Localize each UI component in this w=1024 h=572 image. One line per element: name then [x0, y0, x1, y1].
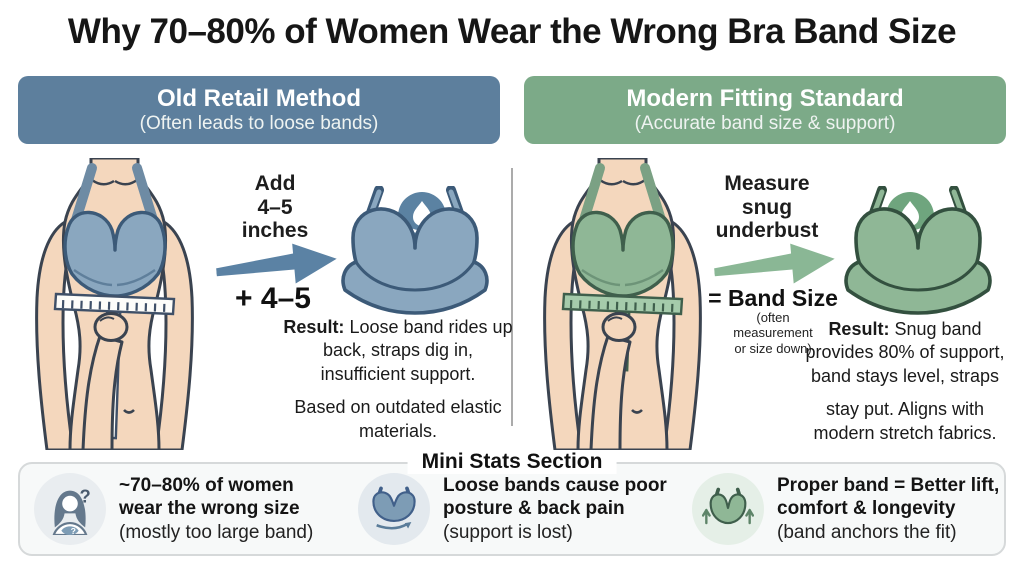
bra-on-torso-modern — [571, 163, 675, 298]
stat-bold-lines: Proper band = Better lift, comfort & lon… — [777, 475, 1000, 520]
old-step-instruction: Add 4–5 inches — [241, 172, 309, 243]
stat-bold-lines: Loose bands cause poor posture & back pa… — [443, 475, 667, 520]
modern-result-text: Result: Snug band provides 80% of suppor… — [793, 318, 1017, 388]
mini-stats-title: Mini Stats Section — [407, 450, 617, 474]
panel-divider — [511, 168, 513, 426]
modern-step-instruction: Measure snug underbust — [715, 172, 819, 243]
old-arrow — [214, 239, 339, 291]
right-arrow-icon — [216, 243, 337, 284]
torso-measuring-illustration-old — [35, 158, 194, 450]
stat-text-wrong-size: ~70–80% of women wear the wrong size (mo… — [119, 474, 313, 544]
loose-band-bra-icon — [358, 473, 430, 545]
navel-line-old — [123, 409, 135, 414]
modern-result-label: Result: — [828, 319, 890, 339]
svg-text:?: ? — [80, 486, 91, 507]
stat-item-wrong-size: ? ? ~70–80% of women wear the wrong size… — [34, 473, 313, 545]
old-method-title: Old Retail Method — [157, 85, 361, 113]
modern-standard-subtitle: (Accurate band size & support) — [634, 112, 896, 134]
page-title: Why 70–80% of Women Wear the Wrong Bra B… — [67, 12, 957, 51]
modern-result-note: stay put. Aligns with modern stretch fab… — [813, 399, 997, 443]
old-method-subtitle: (Often leads to loose bands) — [139, 112, 379, 134]
modern-standard-title: Modern Fitting Standard — [626, 85, 904, 113]
modern-arrow — [712, 239, 837, 291]
torso-measuring-illustration-modern — [543, 158, 702, 450]
right-arrow-icon — [714, 243, 835, 284]
old-method-header: Old Retail Method (Often leads to loose … — [18, 76, 500, 144]
modern-standard-header: Modern Fitting Standard (Accurate band s… — [524, 76, 1006, 144]
stat-text-loose-bands: Loose bands cause poor posture & back pa… — [443, 474, 667, 544]
stat-bold-lines: ~70–80% of women wear the wrong size — [119, 475, 300, 520]
woman-question-icon: ? ? — [34, 473, 106, 545]
bra-on-torso-old — [63, 163, 167, 298]
old-result-body: Loose band rides up back, straps dig in,… — [320, 317, 513, 384]
stat-note-line: (band anchors the fit) — [777, 521, 957, 543]
old-formula: + 4–5 — [235, 282, 311, 315]
modern-formula-note: (often measurement or size down) — [733, 310, 813, 356]
navel-line-modern — [631, 409, 643, 414]
hand-modern — [589, 312, 637, 450]
hand-old — [81, 312, 129, 450]
bra-illustration-modern — [844, 186, 992, 315]
stat-note-line: (mostly too large band) — [119, 521, 314, 543]
modern-result-body: Snug band provides 80% of support, band … — [805, 319, 1005, 386]
stat-item-proper-band: Proper band = Better lift, comfort & lon… — [692, 473, 999, 545]
old-result-note: Based on outdated elastic materials. — [294, 397, 502, 441]
proper-band-bra-icon — [692, 473, 764, 545]
modern-result-block: Result: Snug band provides 80% of suppor… — [793, 318, 1017, 445]
bra-illustration-old — [341, 186, 489, 315]
old-result-label: Result: — [283, 317, 345, 337]
mini-stats-section: Mini Stats Section ? ? ~70–80% of women … — [18, 450, 1006, 556]
svg-text:?: ? — [71, 526, 76, 535]
old-result-text: Result: Loose band rides up back, straps… — [283, 316, 513, 386]
stat-note-line: (support is lost) — [443, 521, 573, 543]
old-result-block: Result: Loose band rides up back, straps… — [283, 316, 513, 443]
stat-item-loose-bands: Loose bands cause poor posture & back pa… — [358, 473, 667, 545]
modern-formula: = Band Size — [708, 285, 838, 311]
stat-text-proper-band: Proper band = Better lift, comfort & lon… — [777, 474, 999, 544]
